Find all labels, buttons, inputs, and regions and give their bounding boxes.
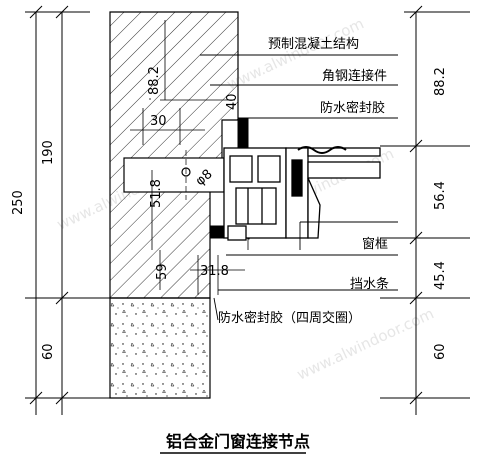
left-dimension-chain (25, 5, 110, 415)
label-angle-connector: 角钢连接件 (322, 68, 387, 84)
dim-upper-190: 190 (41, 140, 56, 165)
dim-inner-30: 30 (150, 114, 167, 129)
label-precast-concrete: 预制混凝土结构 (268, 36, 359, 52)
dim-right-45-4: 45.4 (433, 261, 448, 290)
label-water-bar: 挡水条 (350, 276, 389, 292)
dim-lower-60: 60 (41, 343, 56, 360)
cast-concrete (109, 297, 211, 399)
dim-inner-31-8: 31.8 (200, 264, 229, 279)
dim-total-250: 250 (11, 190, 26, 215)
dim-inner-51-8: 51.8 (149, 179, 164, 208)
dim-right-60: 60 (433, 343, 448, 360)
label-sealant-top: 防水密封胶 (320, 100, 385, 116)
dim-inner-59: 59 (155, 263, 170, 280)
drawing-title: 铝合金门窗连接节点 (166, 432, 310, 451)
dim-right-56-4: 56.4 (433, 181, 448, 210)
label-sealant-bottom: 防水密封胶（四周交圈） (218, 310, 361, 326)
leader-lines (200, 54, 398, 321)
label-window-frame: 窗框 (362, 236, 388, 252)
dim-right-88-2: 88.2 (433, 67, 448, 96)
right-dimension-chain (380, 5, 470, 415)
window-frame-profile (223, 147, 381, 241)
dim-inner-88-2: 88.2 (147, 66, 162, 95)
dim-inner-40: 40 (225, 93, 240, 110)
